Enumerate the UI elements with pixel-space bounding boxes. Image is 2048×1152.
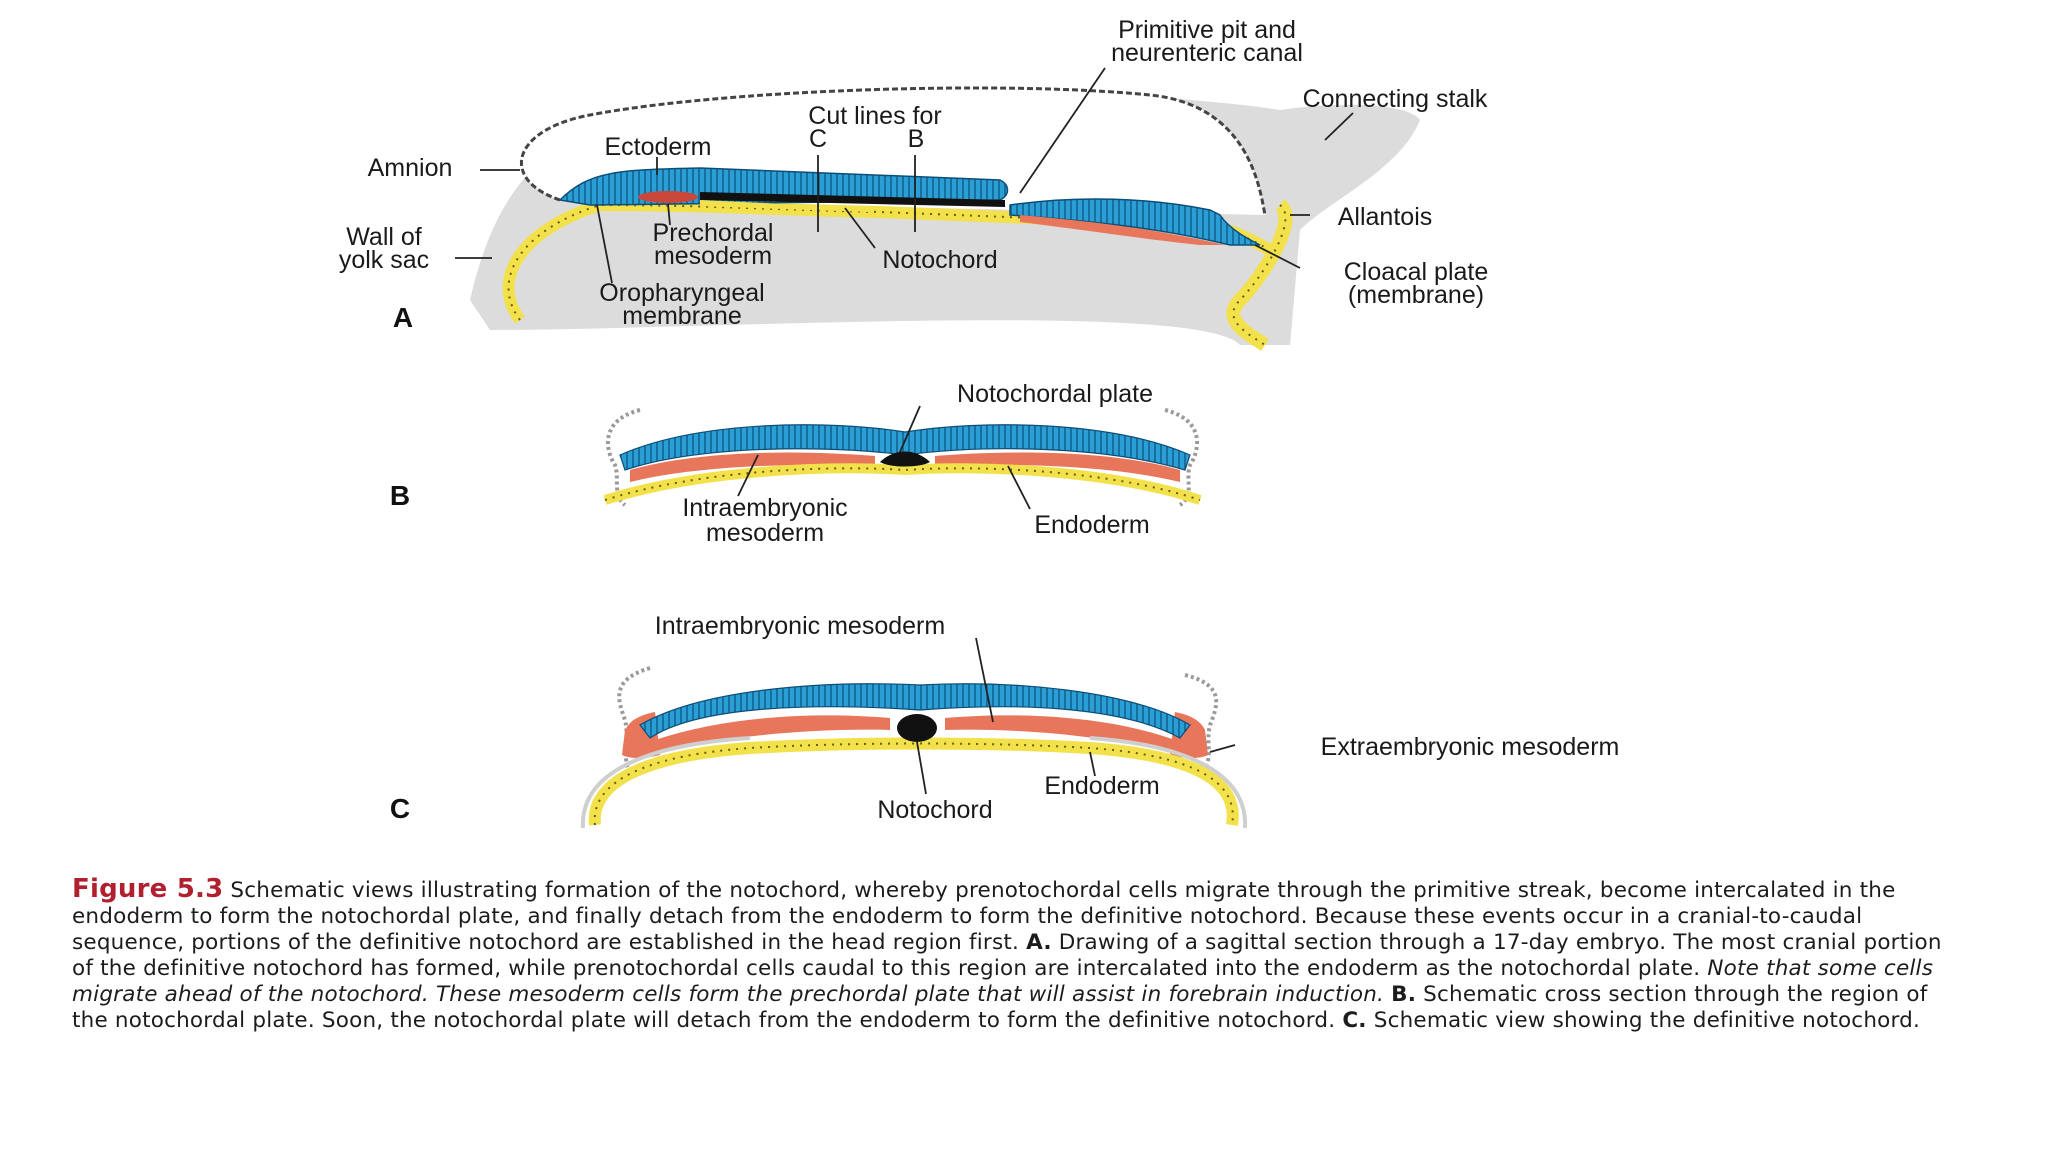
ectoderm-b — [619, 424, 1191, 471]
mesoderm-b-right — [935, 452, 1180, 482]
label-allantois: Allantois — [1338, 203, 1433, 231]
label-extraembryonic-c: Extraembryonic mesoderm — [1321, 733, 1620, 761]
amnion-edge-right-c — [1184, 673, 1219, 777]
leader-notochordal-plate — [899, 405, 921, 453]
panel-a: Primitive pit and neurenteric canal Conn… — [339, 16, 1489, 351]
yolk-sac-dots — [507, 203, 1271, 321]
notochord-rod — [700, 192, 1005, 207]
label-oropharyngeal-2: membrane — [622, 302, 742, 330]
label-prechordal-1: Prechordal — [653, 219, 774, 247]
label-primitive-pit-1: Primitive pit and — [1118, 16, 1296, 44]
leader-cloacal — [1254, 244, 1301, 269]
label-cut-b: B — [908, 125, 925, 153]
leader-intra-c — [975, 637, 994, 723]
panel-letter-c: C — [390, 793, 410, 824]
leader-endoderm-b — [1007, 465, 1031, 510]
notochordal-plate-a — [700, 200, 870, 212]
label-cut-c: C — [809, 125, 827, 153]
caption-text-5: Schematic view showing the definitive no… — [1366, 1008, 1921, 1033]
label-wall-yolk-2: yolk sac — [339, 246, 429, 274]
caption-ref-c: C. — [1342, 1008, 1367, 1033]
leader-connecting-stalk — [1324, 112, 1354, 141]
label-prechordal-2: mesoderm — [654, 242, 772, 270]
caption-ref-b: B. — [1391, 982, 1417, 1007]
yolk-sac-outer-c — [580, 736, 751, 829]
leader-extra-c — [1209, 744, 1236, 753]
label-wall-yolk-1: Wall of — [346, 223, 422, 251]
ectoderm-c — [639, 683, 1191, 739]
label-notochord-c: Notochord — [877, 796, 992, 824]
label-intraembryonic-b-1: Intraembryonic — [682, 494, 847, 522]
prechordal-mesoderm — [638, 191, 698, 203]
panel-letter-b: B — [390, 480, 410, 511]
panel-c: Intraembryonic mesoderm Extraembryonic m… — [390, 612, 1620, 829]
leader-notochord-c — [916, 741, 927, 795]
label-cloacal-1: Cloacal plate — [1344, 258, 1489, 286]
intraembryonic-mesoderm-left — [655, 715, 890, 752]
leader-primitive-pit — [1019, 67, 1106, 194]
amnion-edge-left-c — [617, 666, 651, 777]
label-endoderm-b: Endoderm — [1034, 511, 1149, 539]
label-cloacal-2: (membrane) — [1348, 281, 1484, 309]
endoderm-b-dots — [604, 467, 1201, 501]
caption-italic-note: Note that some cells migrate ahead of th… — [72, 956, 1934, 1007]
leader-oropharyngeal — [596, 204, 613, 284]
leader-notochord-a — [844, 207, 876, 249]
label-intraembryonic-c: Intraembryonic mesoderm — [655, 612, 945, 640]
label-ectoderm: Ectoderm — [605, 133, 712, 161]
leader-endoderm-c — [1089, 751, 1096, 777]
ectoderm-caudal — [1009, 198, 1261, 246]
label-notochordal-plate: Notochordal plate — [957, 380, 1153, 408]
label-notochord-a: Notochord — [882, 246, 997, 274]
panel-letter-a: A — [393, 302, 413, 333]
allantois-dots — [1232, 204, 1287, 346]
label-endoderm-c: Endoderm — [1044, 772, 1159, 800]
label-primitive-pit-2: neurenteric canal — [1111, 39, 1303, 67]
intraembryonic-mesoderm-right — [945, 715, 1175, 752]
mesoderm-caudal — [1020, 215, 1225, 245]
figure-caption: Figure 5.3 Schematic views illustrating … — [72, 876, 1952, 1034]
endoderm-c — [588, 737, 1239, 827]
caption-text-2: Drawing of a sagittal section through a … — [72, 930, 1942, 981]
label-intraembryonic-b-2: mesoderm — [706, 519, 824, 547]
leader-prechordal — [667, 203, 671, 226]
label-connecting-stalk: Connecting stalk — [1303, 85, 1488, 113]
caption-ref-a: A. — [1026, 930, 1052, 955]
yolk-sac-outer-c-right — [1089, 736, 1248, 829]
panel-b: Notochordal plate Intraembryonic mesoder… — [390, 380, 1202, 547]
caption-text-4: Schematic cross section through the regi… — [72, 982, 1928, 1033]
notochordal-plate — [880, 451, 930, 467]
figure-number: Figure 5.3 — [72, 874, 224, 904]
mesoderm-b-left — [630, 452, 875, 482]
label-cut-lines: Cut lines for — [808, 102, 941, 130]
label-oropharyngeal-1: Oropharyngeal — [599, 279, 764, 307]
notochord-c — [897, 714, 937, 742]
leader-intra-b — [737, 454, 759, 497]
label-amnion: Amnion — [368, 154, 453, 182]
caption-text-1: Schematic views illustrating formation o… — [72, 878, 1896, 955]
